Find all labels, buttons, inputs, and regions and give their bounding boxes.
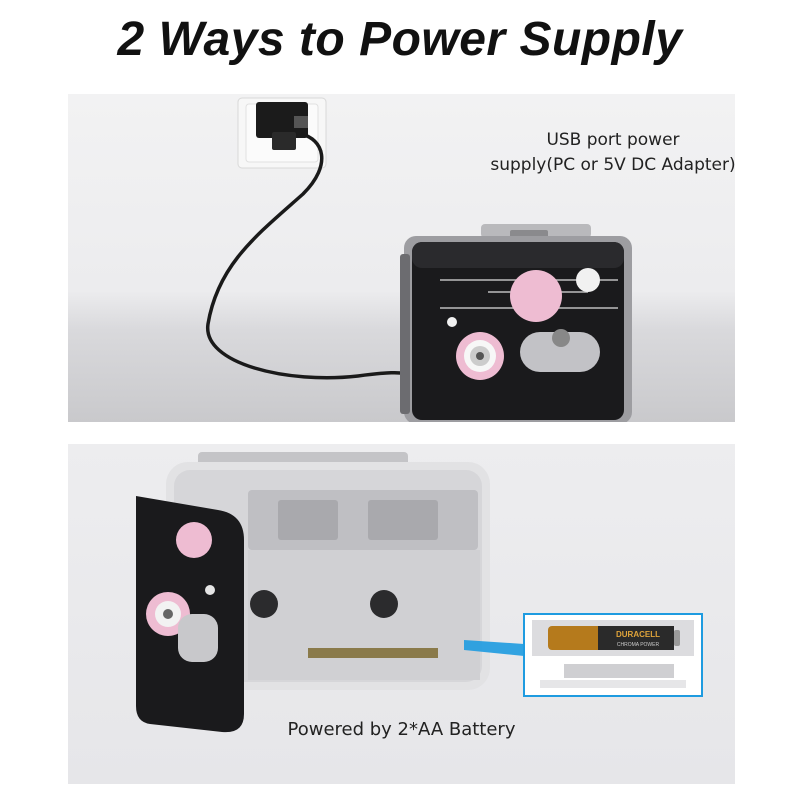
usb-cable [206, 132, 414, 380]
page-title: 2 Ways to Power Supply [117, 13, 683, 66]
cassette-player-open [166, 452, 490, 690]
usb-caption: USB port power supply(PC or 5V DC Adapte… [468, 128, 735, 178]
usb-caption-line1: USB port power [546, 130, 680, 150]
battery-inset: DURACELL CHROMA POWER [523, 613, 703, 697]
usb-caption-line2: supply(PC or 5V DC Adapter) [490, 155, 735, 175]
cassette-player-front [404, 224, 632, 422]
cassette-door [136, 496, 244, 733]
battery-brand-label: DURACELL [616, 630, 660, 639]
usb-adapter [256, 102, 308, 150]
cassette-player-side [400, 254, 410, 414]
battery-power-illustration: DURACELL CHROMA POWER [136, 452, 703, 733]
usb-power-panel: USB port power supply(PC or 5V DC Adapte… [68, 94, 735, 422]
battery-subtext: CHROMA POWER [617, 642, 660, 648]
battery-power-panel: DURACELL CHROMA POWER Powered by 2*AA Ba… [68, 444, 735, 784]
callout-connector [464, 640, 524, 656]
battery-caption: Powered by 2*AA Battery [287, 719, 516, 740]
usb-power-illustration [206, 97, 632, 422]
aa-battery [548, 626, 680, 650]
